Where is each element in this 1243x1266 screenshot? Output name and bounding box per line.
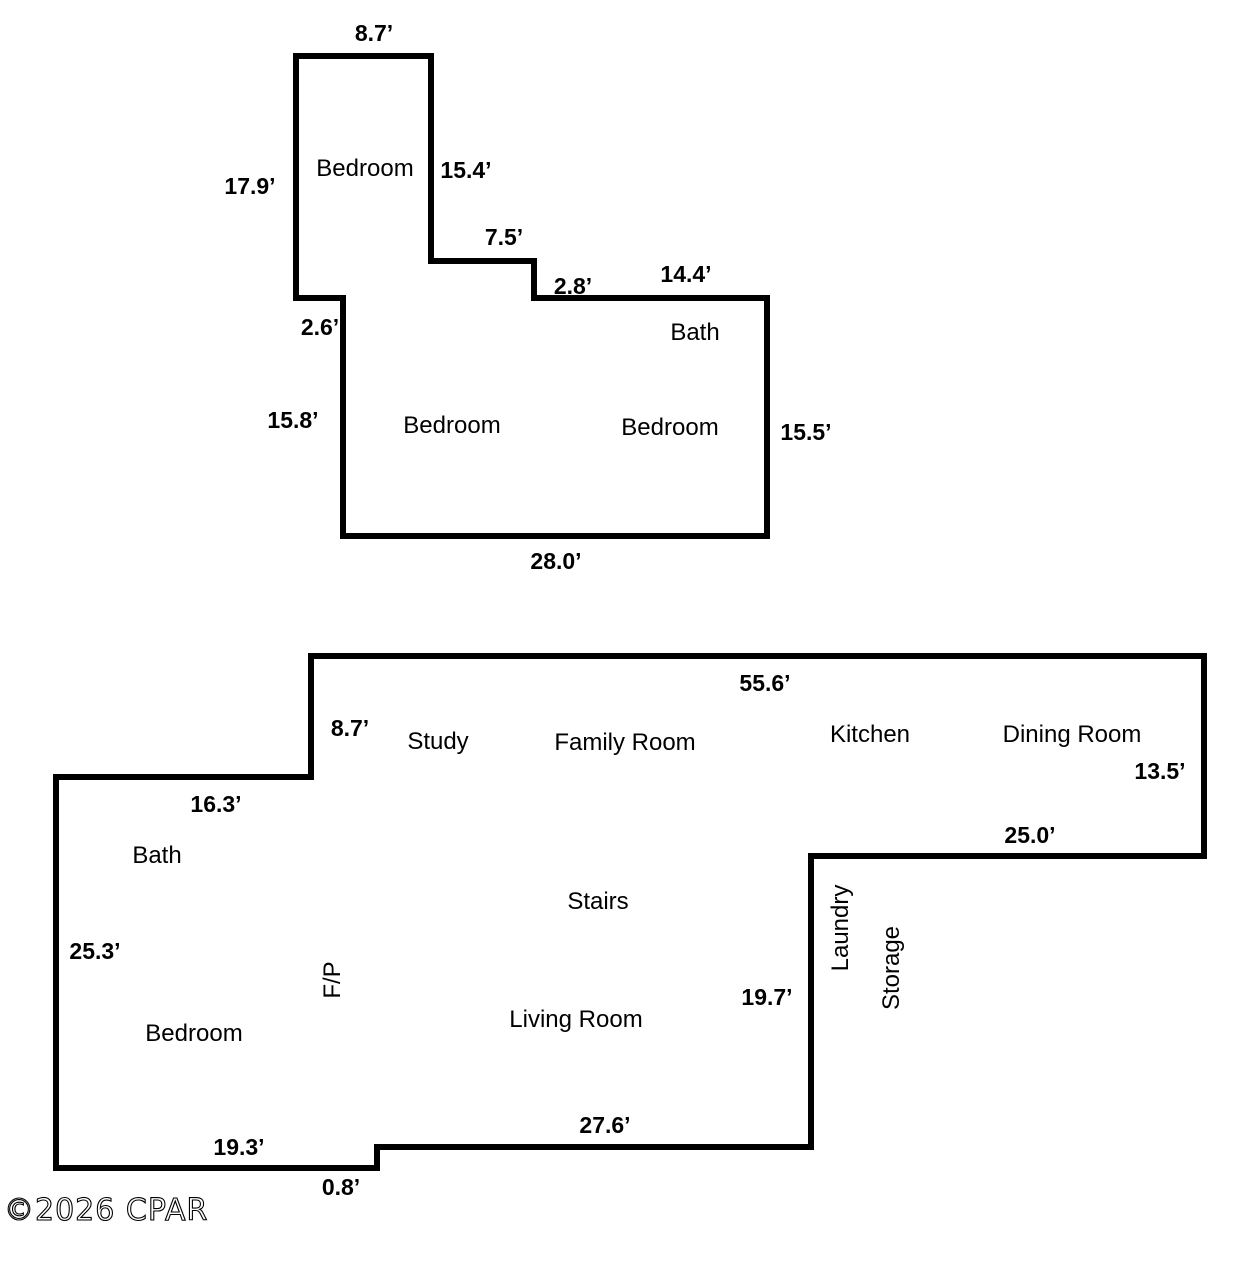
upper-room-label: Bedroom xyxy=(621,414,718,441)
main-dimension-label: 13.5’ xyxy=(1134,758,1185,784)
upper-dimension-label: 2.6’ xyxy=(301,314,339,340)
upper-floor-outline xyxy=(293,53,770,539)
upper-dimension-label: 15.4’ xyxy=(440,157,491,183)
upper-dimension-label: 17.9’ xyxy=(224,173,275,199)
upper-dimension-label: 14.4’ xyxy=(660,261,711,287)
upper-room-label: Bedroom xyxy=(403,412,500,439)
main-dimension-label: 0.8’ xyxy=(322,1174,360,1200)
main-dimension-label: 27.6’ xyxy=(579,1112,630,1138)
main-dimension-label: 16.3’ xyxy=(190,791,241,817)
main-room-label: Study xyxy=(407,728,468,755)
main-dimension-label: 25.0’ xyxy=(1004,822,1055,848)
main-room-label: Kitchen xyxy=(830,721,910,748)
upper-dimension-label: 7.5’ xyxy=(485,224,523,250)
upper-dimension-label: 8.7’ xyxy=(355,20,393,46)
main-room-label: F/P xyxy=(319,961,346,998)
upper-room-label: Bath xyxy=(670,319,719,346)
upper-dimension-label: 28.0’ xyxy=(530,548,581,574)
main-room-label: Stairs xyxy=(567,888,628,915)
upper-dimension-label: 15.5’ xyxy=(780,419,831,445)
main-dimension-label: 25.3’ xyxy=(69,938,120,964)
copyright-watermark: ©2026 CPAR xyxy=(4,1193,208,1228)
main-room-label: Storage xyxy=(878,926,905,1010)
main-room-label: Bedroom xyxy=(145,1020,242,1047)
main-room-label: Living Room xyxy=(509,1006,642,1033)
main-floor-outline xyxy=(53,653,1207,1171)
main-dimension-label: 55.6’ xyxy=(739,670,790,696)
main-dimension-label: 19.3’ xyxy=(213,1134,264,1160)
upper-room-label: Bedroom xyxy=(316,155,413,182)
main-room-label: Laundry xyxy=(827,885,854,972)
main-dimension-label: 8.7’ xyxy=(331,715,369,741)
main-room-label: Dining Room xyxy=(1003,721,1142,748)
main-room-label: Bath xyxy=(132,842,181,869)
upper-dimension-label: 15.8’ xyxy=(267,407,318,433)
upper-dimension-label: 2.8’ xyxy=(554,273,592,299)
main-dimension-label: 19.7’ xyxy=(741,984,792,1010)
main-room-label: Family Room xyxy=(554,729,695,756)
